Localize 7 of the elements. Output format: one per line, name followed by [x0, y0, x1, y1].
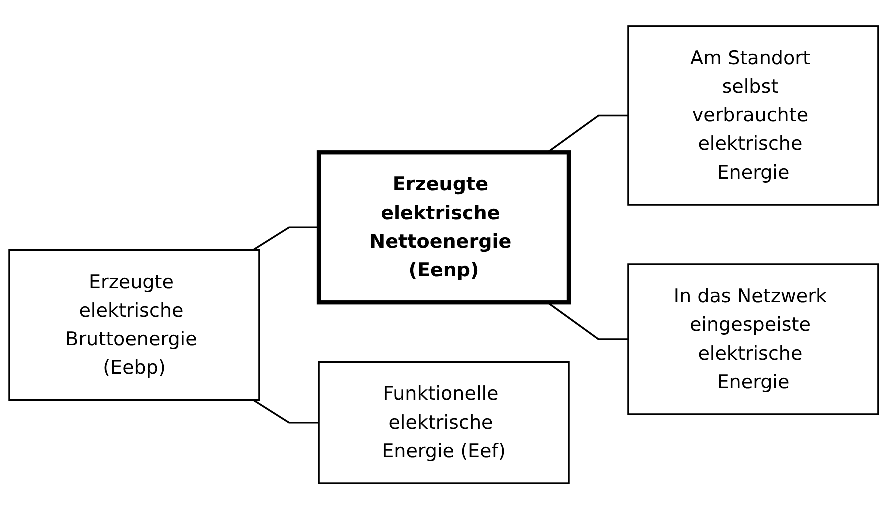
connector — [252, 226, 320, 251]
connector — [252, 399, 320, 424]
node-box: Am Standort selbst verbrauchte elektrische Energie — [628, 26, 880, 206]
node-box: Erzeugte elektrische Nettoenergie (Eenp) — [316, 150, 572, 305]
node-box: In das Netzwerk eingespeiste elektrische Energie — [628, 264, 880, 416]
node-box: Funktionelle elektrische Energie (Eef) — [318, 361, 570, 484]
node-box: Erzeugte elektrische Bruttoenergie (Eebp) — [8, 249, 260, 402]
